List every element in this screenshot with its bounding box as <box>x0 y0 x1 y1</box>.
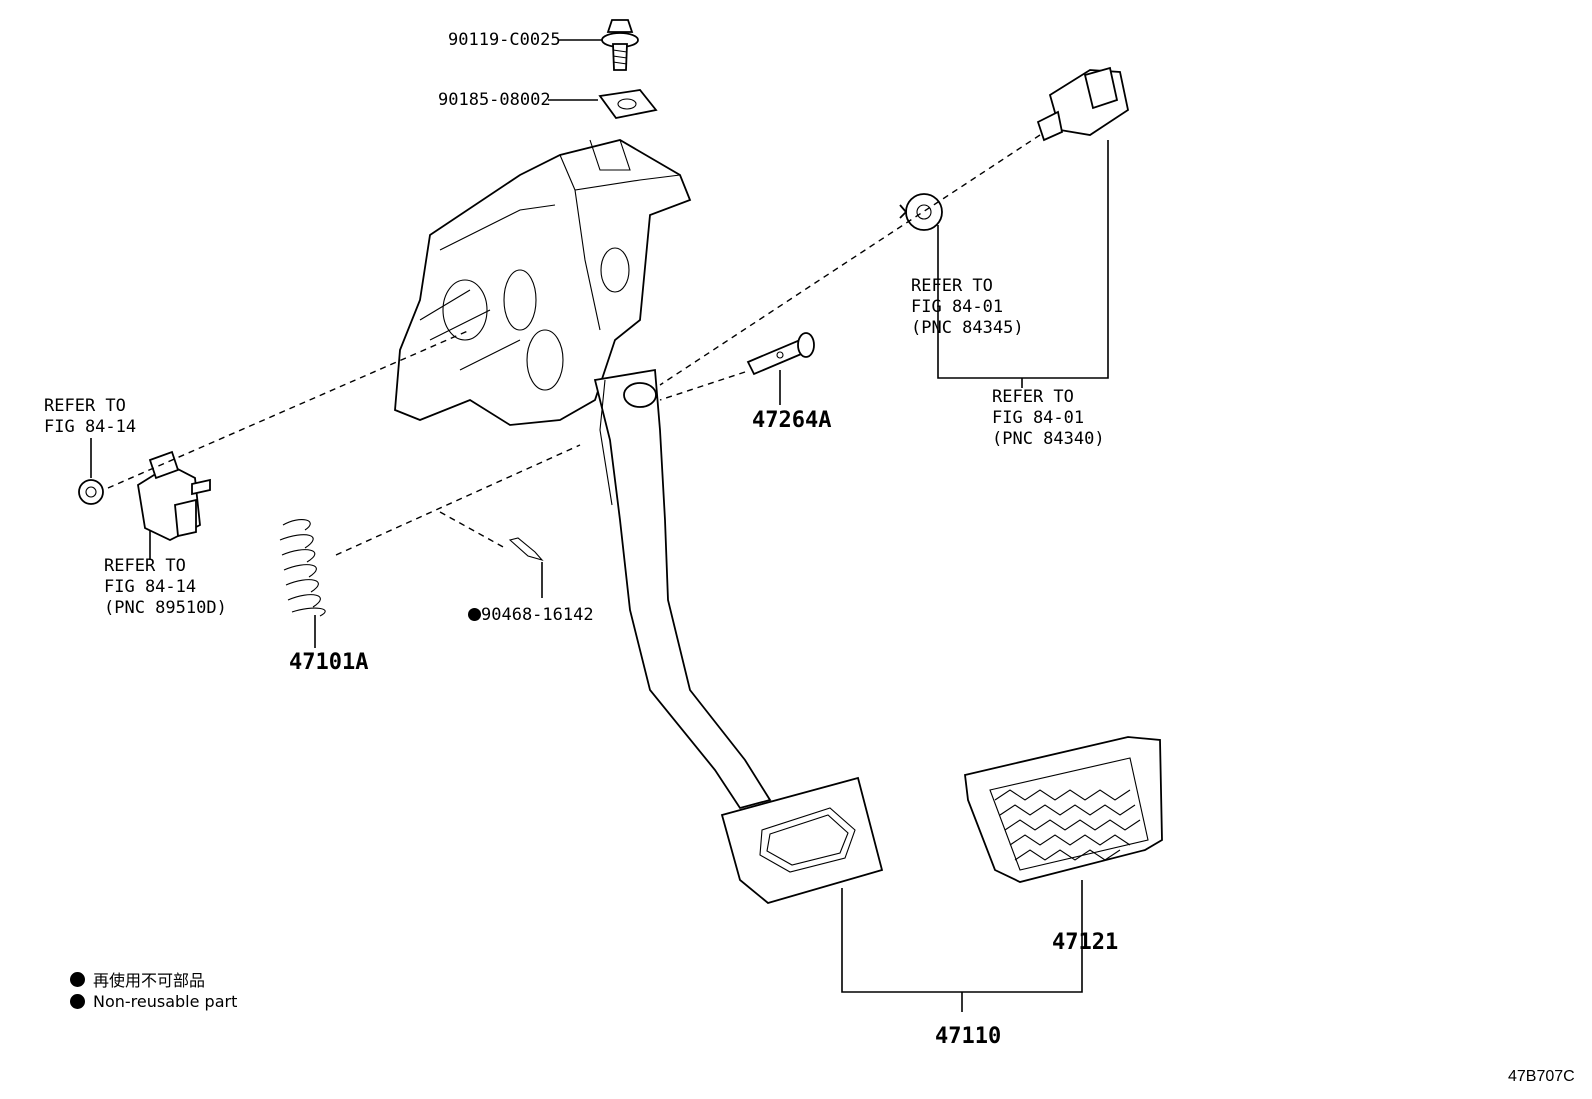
clip-drawing <box>508 537 544 562</box>
pedal-arm-drawing <box>593 368 772 810</box>
pedal-assy-label: 47110 <box>935 1024 1002 1049</box>
pedal-pad-drawing <box>964 736 1163 883</box>
legend-jp: 再使用不可部品 <box>70 967 205 991</box>
refer-sensor-line3: (PNC 89510D) <box>104 598 227 618</box>
nut-label: 90185-08002 <box>438 90 551 110</box>
refer-top-line2: FIG 84-01 <box>911 297 1004 317</box>
refer-sensor-line1: REFER TO <box>104 556 186 576</box>
stop-lamp-switch-drawing <box>1036 66 1130 142</box>
refer-mid-line1: REFER TO <box>992 387 1074 407</box>
refer-mid-line3: (PNC 84340) <box>992 429 1105 449</box>
refer-mid-line2: FIG 84-01 <box>992 408 1085 428</box>
sensor-nut-drawing <box>78 479 104 505</box>
refer-top-line3: (PNC 84345) <box>911 318 1024 338</box>
legend-jp-text: 再使用不可部品 <box>93 971 206 990</box>
pedal-face-drawing <box>720 776 884 904</box>
pin-drawing <box>746 332 815 376</box>
bolt-drawing <box>601 19 639 71</box>
bolt-label: 90119-C0025 <box>448 30 561 50</box>
refer-left-line2: FIG 84-14 <box>44 417 137 437</box>
refer-top-line1: REFER TO <box>911 276 993 296</box>
pedal-bracket-drawing <box>394 139 692 426</box>
non-reusable-dot <box>468 608 481 621</box>
legend-dot-jp <box>70 971 85 987</box>
refer-sensor-line2: FIG 84-14 <box>104 577 197 597</box>
spring-drawing <box>279 519 326 617</box>
clip-label: 90468-16142 <box>468 605 594 626</box>
clip-label-text: 90468-16142 <box>481 605 594 625</box>
legend-en: Non-reusable part <box>70 992 237 1011</box>
pad-label: 47121 <box>1052 930 1119 955</box>
legend-dot-en <box>70 994 85 1009</box>
stroke-sensor-drawing <box>137 450 211 542</box>
legend-en-text: Non-reusable part <box>93 992 238 1011</box>
switch-retainer-drawing <box>899 193 943 231</box>
pin-label: 47264A <box>752 408 832 433</box>
refer-left-line1: REFER TO <box>44 396 126 416</box>
nut-drawing <box>598 89 658 119</box>
spring-label: 47101A <box>289 650 369 675</box>
figure-code: 47B707C <box>1508 1068 1575 1085</box>
